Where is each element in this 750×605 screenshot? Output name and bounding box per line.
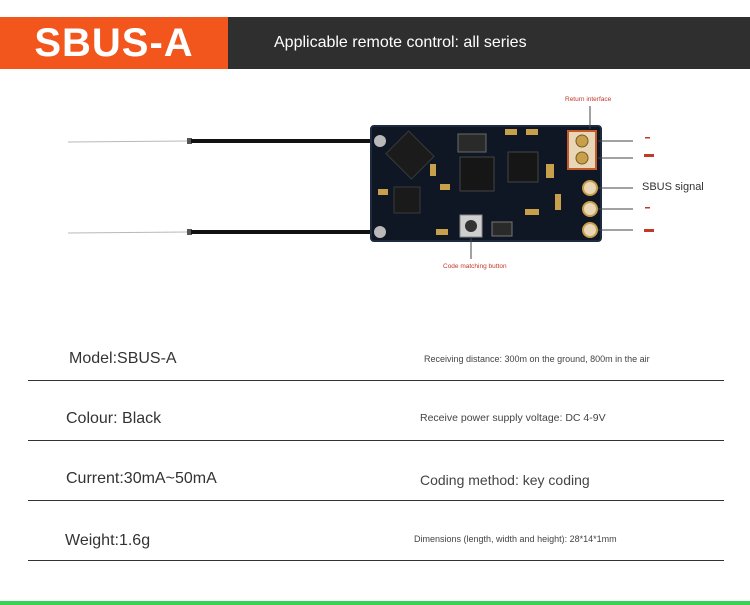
top-margin bbox=[0, 0, 750, 17]
antenna-lower bbox=[67, 229, 373, 235]
spec-row: Model:SBUS-A Receiving distance: 300m on… bbox=[28, 330, 724, 381]
sbus-signal-label: SBUS signal bbox=[642, 181, 704, 193]
product-title: SBUS-A bbox=[0, 17, 228, 69]
spec-weight: Weight:1.6g bbox=[65, 532, 151, 549]
spec-dimensions: Dimensions (length, width and height): 2… bbox=[414, 534, 617, 544]
return-interface-label: Return interface bbox=[565, 96, 612, 103]
spec-row: Colour: Black Receive power supply volta… bbox=[28, 390, 724, 441]
polarity-marks bbox=[644, 137, 654, 232]
spec-current: Current:30mA~50mA bbox=[66, 470, 217, 487]
bottom-accent-line bbox=[0, 601, 750, 605]
code-matching-button-label: Code matching button bbox=[443, 263, 507, 270]
spec-row: Current:30mA~50mA Coding method: key cod… bbox=[28, 450, 724, 501]
spec-model: Model:SBUS-A bbox=[69, 350, 177, 367]
receiver-board-illustration bbox=[67, 106, 654, 259]
antenna-upper bbox=[67, 138, 373, 144]
pin-leader-lines bbox=[470, 106, 633, 259]
pcb-board bbox=[370, 125, 602, 242]
header-banner: SBUS-A Applicable remote control: all se… bbox=[0, 17, 750, 69]
compatibility-subtitle: Applicable remote control: all series bbox=[274, 34, 527, 51]
spec-supply-voltage: Receive power supply voltage: DC 4-9V bbox=[420, 412, 606, 424]
spec-receiving-distance: Receiving distance: 300m on the ground, … bbox=[424, 354, 650, 364]
spec-coding-method: Coding method: key coding bbox=[420, 472, 590, 488]
receiver-diagram: Return interface Code matching button SB… bbox=[0, 69, 750, 329]
spec-colour: Colour: Black bbox=[66, 410, 162, 427]
spec-row: Weight:1.6g Dimensions (length, width an… bbox=[28, 510, 724, 561]
